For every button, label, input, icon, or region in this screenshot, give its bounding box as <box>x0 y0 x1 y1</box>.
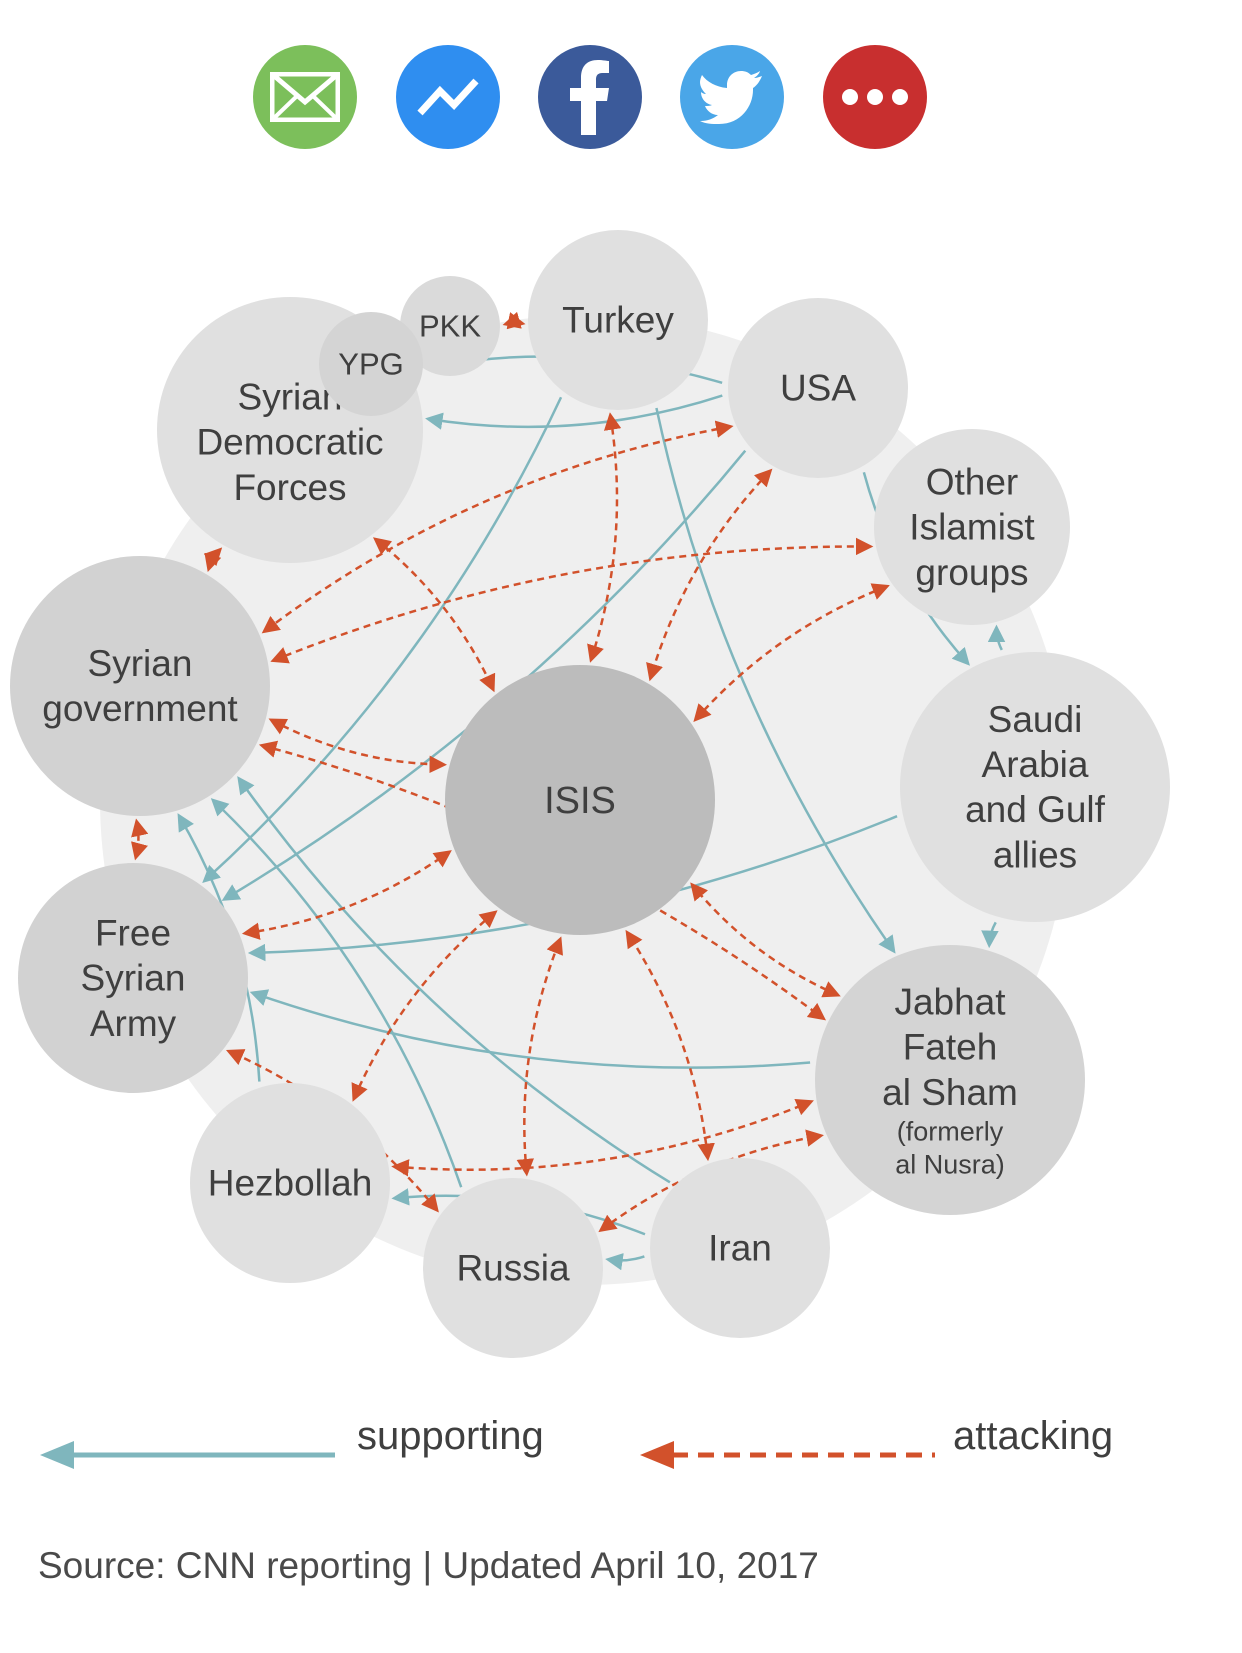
supporting-legend-line <box>40 1441 335 1469</box>
facebook-share-button[interactable] <box>538 45 642 149</box>
node-label-iran-0: Iran <box>708 1228 772 1269</box>
node-russia: Russia <box>423 1178 603 1358</box>
node-label-saudi-0: Saudi <box>988 699 1083 740</box>
node-usa: USA <box>728 298 908 478</box>
node-pkk: PKK <box>400 276 500 376</box>
node-label-fsa-1: Syrian <box>81 958 186 999</box>
node-label-saudi-3: allies <box>993 834 1077 875</box>
share-bar <box>0 0 1242 180</box>
node-circle-usa <box>728 298 908 478</box>
node-circle-fsa <box>18 863 248 1093</box>
node-circle-turkey <box>528 230 708 410</box>
node-label-jabhat-3: (formerly <box>897 1116 1004 1146</box>
attacking-link-sdf-syrgov <box>203 547 223 573</box>
email-share-button[interactable] <box>253 45 357 149</box>
node-circle-iran <box>650 1158 830 1338</box>
supporting-legend-label: supporting <box>357 1414 544 1458</box>
node-label-islamist-2: groups <box>915 552 1028 593</box>
envelope-icon <box>270 72 340 122</box>
node-turkey: Turkey <box>528 230 708 410</box>
legend: supporting attacking <box>0 1414 1242 1520</box>
node-label-sdf-1: Democratic <box>196 422 383 463</box>
node-label-russia-0: Russia <box>456 1248 570 1289</box>
messenger-share-button[interactable] <box>396 45 500 149</box>
node-hezbollah: Hezbollah <box>190 1083 390 1283</box>
attacking-link-hezbollah-jabhat <box>391 1098 814 1177</box>
node-label-ypg-0: YPG <box>338 347 403 382</box>
node-label-fsa-0: Free <box>95 912 171 953</box>
twitter-bird-icon <box>700 71 762 124</box>
node-label-syrgov-1: government <box>42 688 238 729</box>
node-circle-hezbollah <box>190 1083 390 1283</box>
node-circle-syrgov <box>10 556 270 816</box>
node-label-turkey-0: Turkey <box>562 300 674 341</box>
node-label-usa-0: USA <box>780 368 856 409</box>
supporting-link-saudi-islamist <box>987 624 1006 651</box>
node-label-islamist-0: Other <box>926 461 1019 502</box>
attacking-link-syrgov-islamist <box>270 537 874 664</box>
node-label-jabhat-1: Fateh <box>903 1027 998 1068</box>
node-label-isis-0: ISIS <box>544 780 616 822</box>
attacking-link-syrgov-fsa <box>131 818 149 861</box>
node-label-jabhat-4: al Nusra) <box>895 1149 1005 1179</box>
node-circle-islamist <box>874 429 1070 625</box>
attacking-link-russia-fsa <box>225 1049 439 1213</box>
node-circle-jabhat <box>815 945 1085 1215</box>
node-circle-isis <box>445 665 715 935</box>
source-credit: Source: CNN reporting | Updated April 10… <box>38 1545 819 1586</box>
node-ypg: YPG <box>319 312 423 416</box>
facebook-f-icon <box>570 60 609 135</box>
node-circle-saudi <box>900 652 1170 922</box>
attacking-link-pkk-turkey <box>502 311 526 330</box>
node-circle-pkk <box>400 276 500 376</box>
supporting-link-iran-russia <box>605 1252 645 1271</box>
twitter-share-button[interactable] <box>680 45 784 149</box>
node-label-jabhat-0: Jabhat <box>894 982 1006 1023</box>
node-label-hezbollah-0: Hezbollah <box>208 1163 373 1204</box>
more-share-button[interactable] <box>823 45 927 149</box>
supporting-link-saudi-jabhat <box>981 921 999 949</box>
node-isis: ISIS <box>445 665 715 935</box>
node-label-sdf-2: Forces <box>233 467 346 508</box>
node-label-islamist-1: Islamist <box>909 507 1035 548</box>
attacking-legend-line <box>640 1441 935 1469</box>
attacking-legend-label: attacking <box>953 1414 1114 1458</box>
attacking-link-usa-syrgov <box>261 420 734 634</box>
node-label-saudi-2: and Gulf <box>965 789 1106 830</box>
node-circle-russia <box>423 1178 603 1358</box>
node-label-jabhat-2: al Sham <box>882 1072 1018 1113</box>
attacking-link-sdf-isis <box>373 537 496 693</box>
node-circle-ypg <box>319 312 423 416</box>
node-label-fsa-2: Army <box>90 1003 177 1044</box>
messenger-bolt-icon <box>417 78 479 116</box>
node-label-saudi-1: Arabia <box>982 744 1089 785</box>
node-label-syrgov-0: Syrian <box>88 643 193 684</box>
node-label-pkk-0: PKK <box>419 309 481 344</box>
node-iran: Iran <box>650 1158 830 1338</box>
ellipsis-icon <box>842 89 908 105</box>
